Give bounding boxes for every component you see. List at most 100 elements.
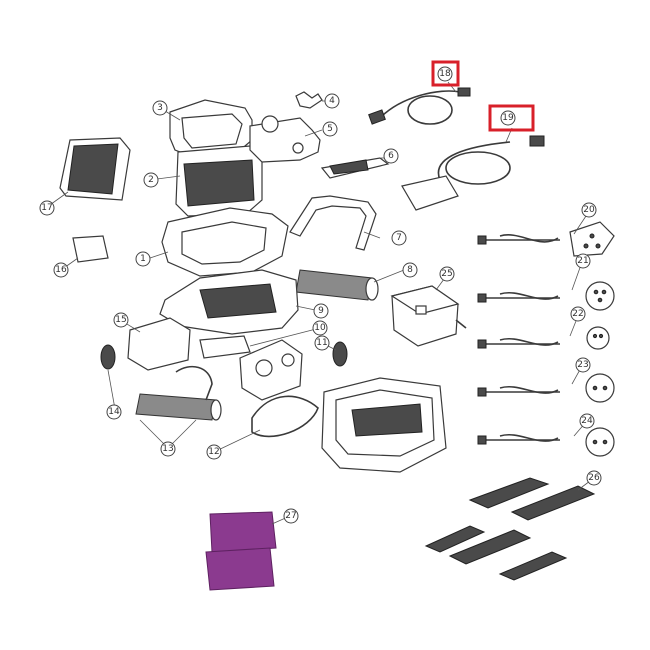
callout-number-1: 1 xyxy=(140,254,146,264)
callout-8: 8 xyxy=(402,262,418,278)
callout-number-2: 2 xyxy=(148,175,154,185)
part-side-plate xyxy=(121,317,191,371)
callout-3: 3 xyxy=(152,100,168,116)
callout-circle-27 xyxy=(283,508,299,524)
callout-number-12: 12 xyxy=(208,447,219,457)
callout-2: 2 xyxy=(143,172,159,188)
callout-number-3: 3 xyxy=(157,103,163,113)
callout-number-22: 22 xyxy=(572,309,583,319)
callout-labels: 1234567891011121314151617181920212223242… xyxy=(39,66,602,524)
callout-circle-21 xyxy=(575,253,591,269)
callout-number-26: 26 xyxy=(588,473,600,483)
callout-10: 10 xyxy=(312,320,328,336)
callout-number-9: 9 xyxy=(318,306,324,316)
callout-circle-24 xyxy=(579,413,595,429)
callout-circle-5 xyxy=(322,121,338,137)
callout-25: 25 xyxy=(439,266,455,282)
part-roller xyxy=(295,269,405,301)
callout-number-5: 5 xyxy=(327,124,333,134)
callout-number-14: 14 xyxy=(108,407,120,417)
part-wheel-right xyxy=(321,341,348,367)
callout-number-4: 4 xyxy=(329,96,335,106)
callout-number-25: 25 xyxy=(441,269,452,279)
callout-21: 21 xyxy=(575,253,591,269)
callout-number-27: 27 xyxy=(285,511,296,521)
part-front-roller xyxy=(135,365,222,449)
callout-circle-17 xyxy=(39,200,55,216)
callout-circle-3 xyxy=(152,100,168,116)
callout-circle-6 xyxy=(383,148,399,164)
callout-circle-16 xyxy=(53,262,69,278)
part-handle-arm xyxy=(249,115,323,163)
callout-22: 22 xyxy=(570,306,586,322)
callout-number-19: 19 xyxy=(502,113,514,123)
callout-15: 15 xyxy=(113,312,129,328)
callout-16: 16 xyxy=(53,262,69,278)
callout-circle-10 xyxy=(312,320,328,336)
callout-26: 26 xyxy=(586,470,602,486)
part-bottom-base xyxy=(321,377,447,473)
callout-circle-25 xyxy=(439,266,455,282)
callout-number-15: 15 xyxy=(115,315,126,325)
part-filter-pads xyxy=(205,511,291,591)
callout-number-16: 16 xyxy=(55,265,67,275)
highlight-box-19 xyxy=(488,104,535,132)
callout-20: 20 xyxy=(581,202,597,218)
callout-circle-20 xyxy=(581,202,597,218)
part-top-cover xyxy=(159,99,253,159)
callout-17: 17 xyxy=(39,200,55,216)
part-plug-cords xyxy=(477,212,615,457)
callout-circle-23 xyxy=(575,357,591,373)
callout-number-10: 10 xyxy=(314,323,326,333)
callout-circle-4 xyxy=(324,93,340,109)
callout-number-17: 17 xyxy=(41,203,52,213)
part-brush-strips xyxy=(424,477,596,581)
callout-18: 18 xyxy=(437,66,453,82)
callout-4: 4 xyxy=(324,93,340,109)
callout-6: 6 xyxy=(383,148,399,164)
callout-circle-1 xyxy=(135,251,151,267)
callout-circle-12 xyxy=(206,444,222,460)
part-clip xyxy=(60,235,109,271)
callout-circle-19 xyxy=(500,110,516,126)
part-control-board xyxy=(199,327,321,359)
callout-number-18: 18 xyxy=(439,69,451,79)
callout-number-23: 23 xyxy=(577,360,588,370)
callout-circle-18 xyxy=(437,66,453,82)
callout-circle-22 xyxy=(570,306,586,322)
part-chassis-frame xyxy=(159,269,321,335)
callout-7: 7 xyxy=(391,230,407,246)
part-brush-bar xyxy=(320,157,390,179)
callout-number-24: 24 xyxy=(581,416,593,426)
part-filter-basket xyxy=(156,145,263,217)
part-power-supply xyxy=(390,274,467,347)
part-power-cord xyxy=(368,81,471,125)
part-track-gear xyxy=(213,339,319,453)
callout-circle-8 xyxy=(402,262,418,278)
callout-number-7: 7 xyxy=(396,233,402,243)
highlight-box-18 xyxy=(431,60,460,87)
callout-12: 12 xyxy=(206,444,222,460)
callout-14: 14 xyxy=(106,404,122,420)
part-filter-panel xyxy=(46,137,131,208)
callout-circle-11 xyxy=(314,335,330,351)
callout-27: 27 xyxy=(283,508,299,524)
callout-number-6: 6 xyxy=(388,151,394,161)
callout-number-20: 20 xyxy=(583,205,595,215)
part-wheel-left xyxy=(100,344,116,410)
callout-circle-7 xyxy=(391,230,407,246)
callout-9: 9 xyxy=(313,303,329,319)
callout-1: 1 xyxy=(135,251,151,267)
part-body-shell xyxy=(149,207,289,277)
callout-circle-9 xyxy=(313,303,329,319)
callout-24: 24 xyxy=(579,413,595,429)
callout-number-11: 11 xyxy=(316,338,327,348)
callout-circle-26 xyxy=(586,470,602,486)
callout-number-13: 13 xyxy=(162,444,173,454)
callout-circle-14 xyxy=(106,404,122,420)
part-handle xyxy=(289,195,381,251)
callout-23: 23 xyxy=(575,357,591,373)
callout-5: 5 xyxy=(322,121,338,137)
